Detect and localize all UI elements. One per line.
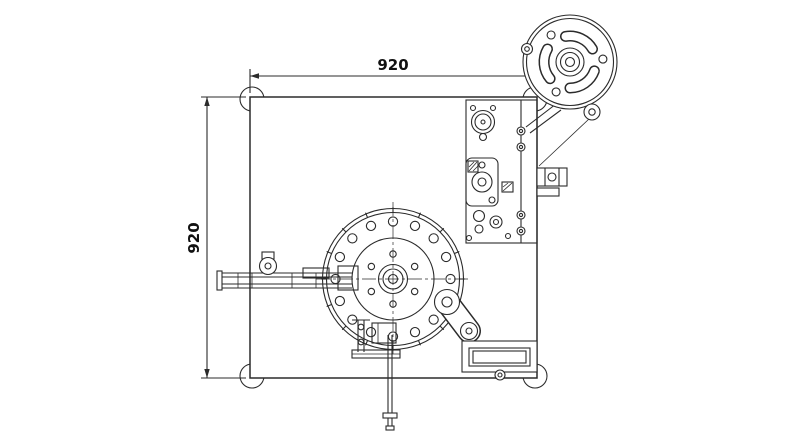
rewind-motor (465, 157, 499, 207)
dimension-vertical: 920 (185, 96, 246, 379)
transfer-arm (433, 288, 481, 343)
infeed-conveyor (216, 251, 359, 291)
label-web (529, 109, 562, 134)
hatched-block (467, 160, 479, 173)
web-guide-roller (583, 103, 601, 121)
labeling-head-assembly (465, 99, 568, 244)
arm-pivot (459, 321, 479, 341)
box-foot (494, 369, 506, 381)
display-slot (472, 350, 527, 364)
label-web (525, 103, 557, 128)
label-web (538, 118, 590, 167)
entry-guide (337, 265, 359, 291)
side-bracket (536, 167, 568, 187)
arrowhead (204, 369, 210, 378)
support-rod (382, 335, 398, 431)
vertical-dimension-label: 920 (185, 222, 203, 253)
arrowhead (204, 97, 210, 106)
control-box-body (461, 340, 538, 373)
dispense-bracket (351, 319, 401, 359)
horizontal-dimension-label: 920 (377, 56, 408, 74)
guide-wheel (258, 256, 278, 276)
conveyor-block (302, 267, 330, 279)
label-reel (520, 14, 618, 167)
arm-head-roller (433, 288, 461, 316)
reel-clip (520, 42, 534, 56)
control-box (461, 340, 538, 381)
dimension-horizontal: 920 (249, 56, 538, 93)
turntable-hub (377, 263, 409, 295)
rod-foot (382, 412, 398, 419)
arrowhead (250, 73, 259, 79)
conveyor-end-cap (216, 270, 223, 291)
hatched-block (501, 181, 514, 193)
